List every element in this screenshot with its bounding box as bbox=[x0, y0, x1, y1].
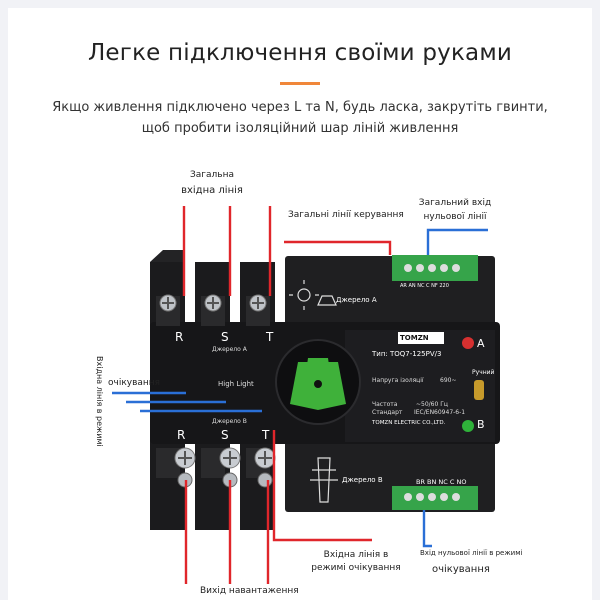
brand-badge: TOMZN bbox=[400, 334, 429, 342]
source-b-icon bbox=[310, 457, 338, 503]
standby-input-label-line1: Вхідна лінія в bbox=[323, 550, 389, 560]
manual-label: Ручний bbox=[472, 369, 495, 376]
phase-bottom-t: T bbox=[262, 428, 270, 442]
control-lines-label: Загальні лінії керування bbox=[288, 210, 404, 220]
phase-top-r: R bbox=[175, 330, 184, 344]
page-title: Легке підключення своїми руками bbox=[87, 40, 513, 66]
terminal-top-labels: AR AN NC C NF 220 bbox=[400, 283, 449, 289]
upper-terminal-block bbox=[392, 255, 478, 281]
neutral-input-label-line1: Загальний вхід bbox=[418, 198, 492, 208]
standby-input-label-line2: режимі очікування bbox=[311, 563, 401, 573]
terminal-bottom-labels: BR BN NC C NO bbox=[416, 478, 467, 486]
lower-screws bbox=[156, 447, 276, 488]
main-input-label-line2: вхідна лінія bbox=[181, 185, 243, 196]
spec-row-1-label: Напруга ізоляції bbox=[372, 377, 424, 384]
title-accent-bar bbox=[280, 82, 320, 85]
spec-row-1-value: 690~ bbox=[440, 377, 457, 384]
subtitle-line-2: щоб пробити ізоляційний шар ліній живлен… bbox=[141, 121, 459, 136]
indicator-b-label: B bbox=[477, 418, 485, 431]
indicator-a-light bbox=[462, 337, 474, 349]
standby-neutral-label-line2: очікування bbox=[432, 564, 490, 575]
subtitle-line-1: Якщо живлення підключено через L та N, б… bbox=[52, 100, 548, 115]
phase-bottom-s: S bbox=[221, 428, 229, 442]
standby-label: очікування bbox=[108, 378, 161, 388]
spec-row-2-label: Частота bbox=[372, 401, 398, 408]
spec-row-3-label: Стандарт bbox=[372, 409, 403, 416]
phase-bottom-r: R bbox=[177, 428, 186, 442]
source-a-icon bbox=[289, 280, 337, 310]
model-text: Тип: TOQ7-125PV/3 bbox=[372, 350, 442, 358]
high-light-text: High Light bbox=[218, 380, 254, 388]
spec-row-3-value: IEC/EN60947-6-1 bbox=[414, 409, 466, 416]
neutral-input-label-line2: нульової лінії bbox=[423, 212, 487, 222]
blue-wires bbox=[112, 228, 488, 548]
manual-slider bbox=[474, 380, 484, 400]
phase-top-t: T bbox=[266, 330, 274, 344]
standby-vertical-label: Вхідна лінія в режимі bbox=[95, 356, 104, 447]
source-b-label: Джерело В bbox=[342, 476, 383, 484]
source-b-small-label: Джерело В bbox=[212, 418, 247, 425]
selector-knob bbox=[275, 339, 361, 425]
main-input-label-line1: Загальна bbox=[190, 170, 234, 180]
source-a-label: Джерело А bbox=[336, 296, 377, 304]
manufacturer-text: TOMZN ELECTRIC CO.,LTD. bbox=[372, 420, 446, 426]
load-output-label: Вихід навантаження bbox=[200, 586, 299, 596]
lower-terminal-block bbox=[392, 486, 478, 510]
upper-screws bbox=[156, 294, 270, 326]
indicator-a-label: A bbox=[477, 337, 485, 350]
standby-neutral-label-line1: Вхід нульової лінії в режимі bbox=[420, 549, 523, 557]
red-wires bbox=[182, 206, 392, 584]
indicator-b-light bbox=[462, 420, 474, 432]
phase-top-s: S bbox=[221, 330, 229, 344]
spec-row-2-value: ~50/60 Гц bbox=[416, 401, 448, 408]
source-a-small-label: Джерело А bbox=[212, 346, 247, 353]
